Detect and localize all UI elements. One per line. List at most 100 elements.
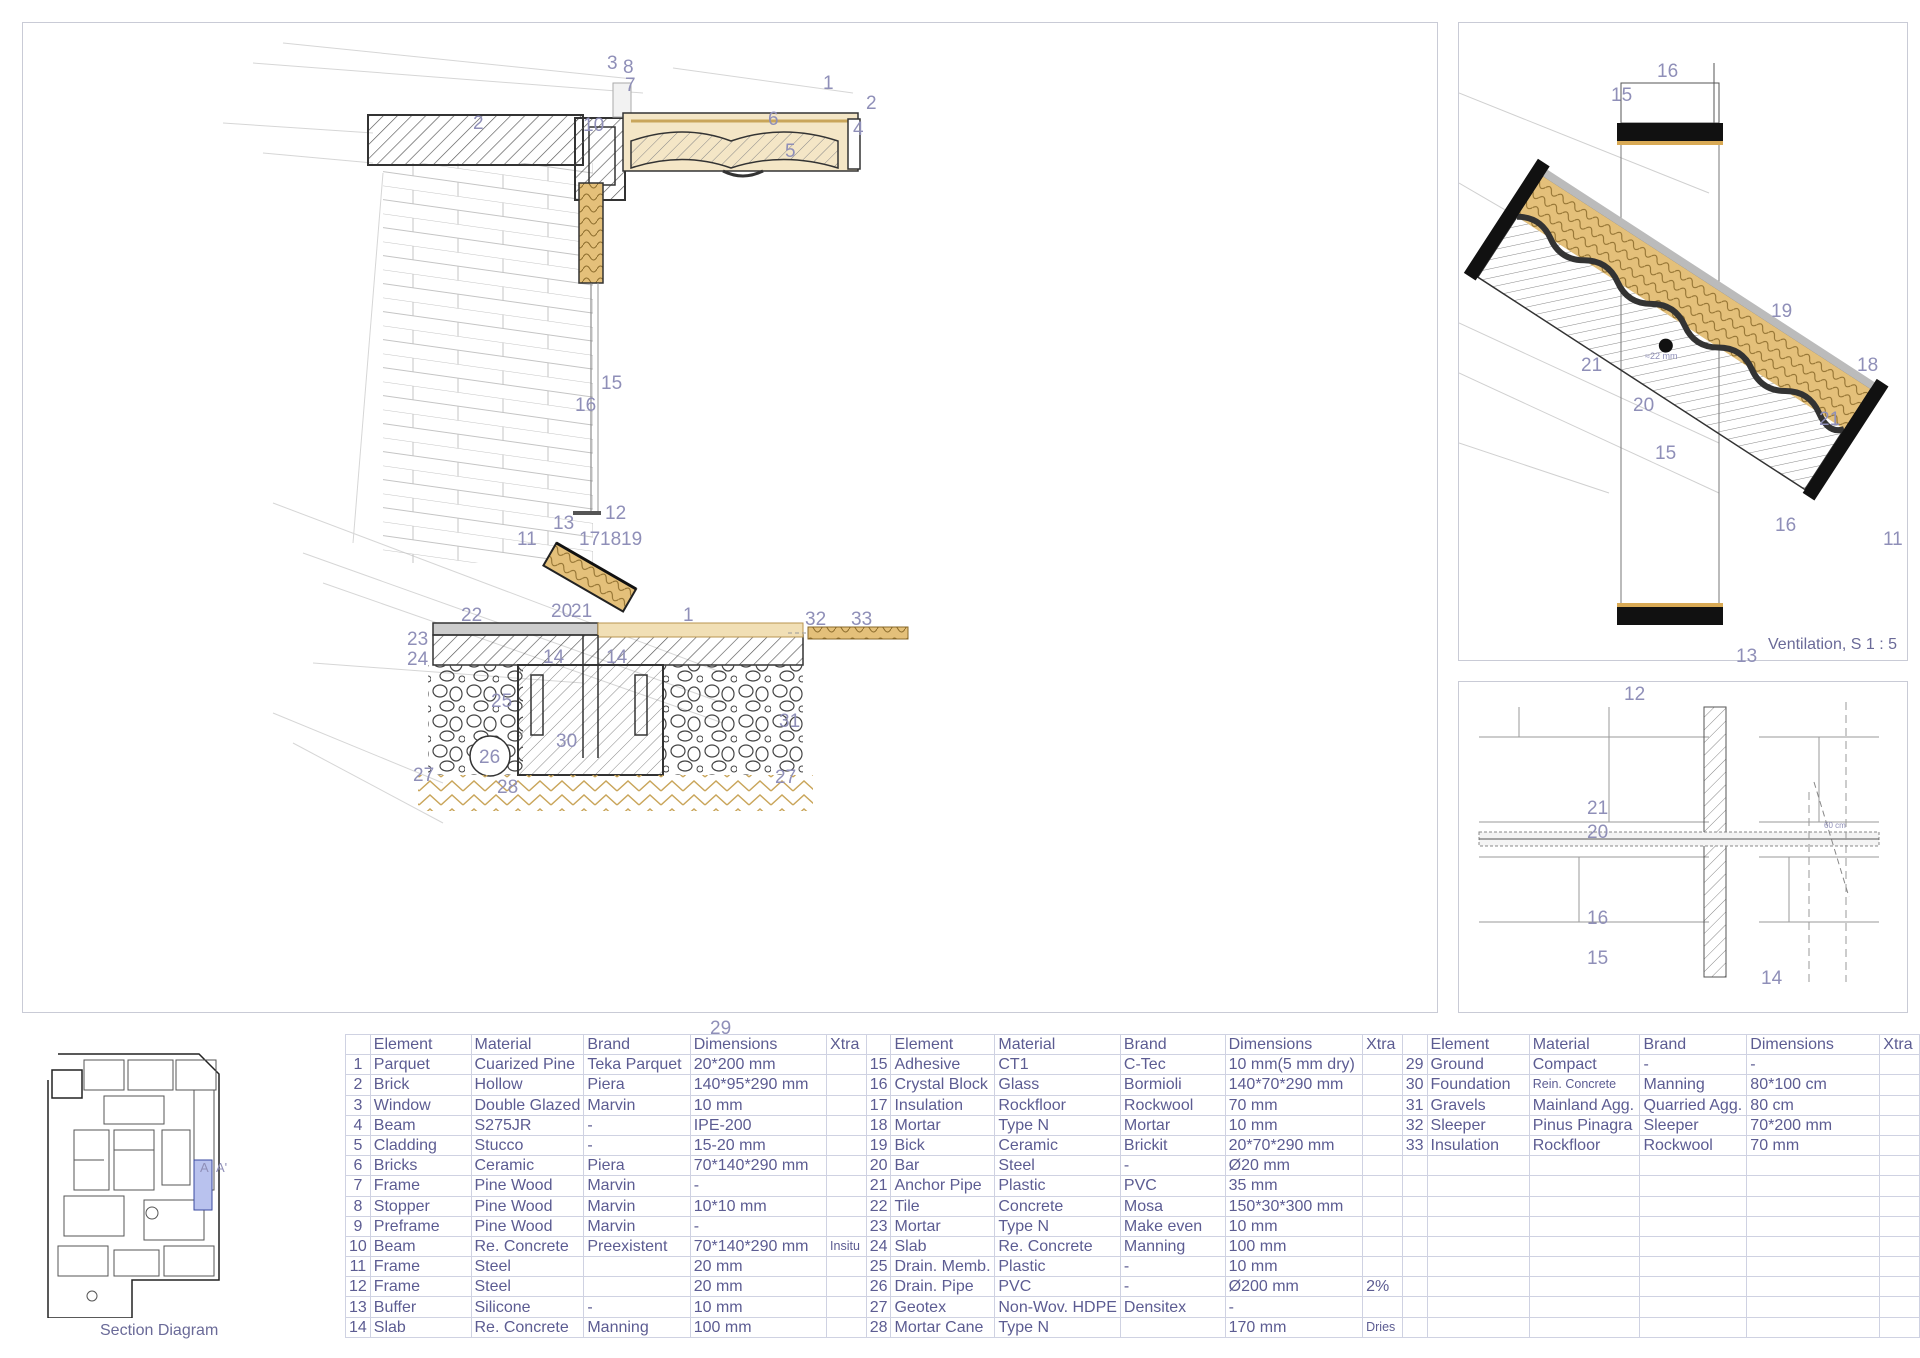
callout-29: 29 — [710, 1018, 731, 1039]
main-callouts: 1 2 2 3 8 7 4 6 10 5 15 16 12 13 11 17 1… — [407, 53, 877, 798]
legend-xtra-cell — [1879, 1316, 1920, 1338]
legend-dimensions-cell: 10*10 mm — [689, 1195, 828, 1217]
vent-callout-21b: 21 — [1819, 409, 1840, 430]
callout-22: 22 — [461, 605, 482, 626]
callout-20: 20 — [551, 601, 572, 622]
legend-number-cell: 14 — [345, 1316, 371, 1338]
legend-element-cell: Window — [369, 1094, 472, 1116]
ventilation-caption: Ventilation, S 1 : 5 — [1768, 636, 1897, 653]
legend-xtra-cell — [826, 1134, 867, 1157]
callout-23: 23 — [407, 629, 428, 650]
legend-material-cell: Steel — [470, 1276, 585, 1298]
legend-brand-cell: Mortar — [1119, 1114, 1226, 1136]
legend-dimensions-cell: 170 mm — [1224, 1316, 1364, 1338]
legend-element-cell: Insulation — [890, 1094, 996, 1116]
legend-xtra-cell — [826, 1114, 867, 1136]
legend-header-cell: Element — [369, 1033, 472, 1056]
legend-header-cell: Xtra — [1362, 1033, 1403, 1056]
callout-31: 31 — [779, 711, 800, 732]
legend-header-cell: Brand — [1639, 1033, 1748, 1056]
legend-dimensions-cell — [1746, 1195, 1881, 1217]
legend-brand-cell: - — [1119, 1155, 1226, 1177]
detail-callout-15: 15 — [1587, 948, 1608, 969]
legend-material-cell: Plastic — [994, 1256, 1121, 1278]
legend-element-cell: Drain. Pipe — [890, 1276, 996, 1298]
legend-header-cell: Dimensions — [1746, 1033, 1881, 1056]
glass-block-column — [573, 182, 604, 515]
legend-dimensions-cell: - — [689, 1215, 828, 1237]
legend-brand-cell: Marvin — [583, 1094, 691, 1116]
legend-xtra-cell — [1362, 1175, 1403, 1197]
callout-2: 2 — [473, 113, 484, 134]
background-brick-wall — [383, 163, 593, 563]
floor-slab — [432, 622, 909, 666]
legend-dimensions-cell: 15-20 mm — [689, 1134, 828, 1157]
legend-dimensions-cell: 140*70*290 mm — [1224, 1074, 1364, 1096]
legend-header-cell: Brand — [583, 1033, 691, 1056]
callout-33: 33 — [851, 609, 872, 630]
plan-marker-a: A — [200, 1160, 209, 1175]
legend-element-cell: Beam — [369, 1235, 472, 1258]
vent-mortar-top — [1617, 141, 1723, 145]
legend-number-cell: 1 — [345, 1054, 371, 1076]
callout-25: 25 — [491, 691, 512, 712]
callout-7: 7 — [625, 75, 636, 96]
legend-material-cell: Type N — [994, 1215, 1121, 1237]
legend-dimensions-cell: 10 mm — [689, 1094, 828, 1116]
legend-material-cell — [1528, 1155, 1641, 1177]
legend-brand-cell — [1639, 1235, 1748, 1258]
vent-sill — [542, 541, 638, 613]
legend-number-cell: 7 — [345, 1175, 371, 1197]
legend-number-cell: 24 — [865, 1235, 892, 1258]
legend-brand-cell — [1639, 1155, 1748, 1177]
callout-28: 28 — [497, 777, 518, 798]
vent-callout-21a: 21 — [1581, 355, 1602, 376]
vent-callout-20: 20 — [1633, 395, 1654, 416]
legend-element-cell: Slab — [369, 1316, 472, 1338]
legend-xtra-cell — [826, 1296, 867, 1318]
legend-brand-cell: Manning — [1639, 1074, 1748, 1096]
legend-dimensions-cell — [1746, 1175, 1881, 1197]
vent-dimension: ≈22 mm — [1645, 351, 1677, 361]
legend-number-cell: 5 — [345, 1134, 371, 1157]
legend-header-cell: Material — [994, 1033, 1121, 1056]
legend-dimensions-cell: 70*140*290 mm — [689, 1235, 828, 1258]
legend-number-cell: 20 — [865, 1155, 892, 1177]
legend-number-cell: 18 — [865, 1114, 892, 1136]
legend-xtra-cell — [1362, 1074, 1403, 1096]
legend-number-cell: 9 — [345, 1215, 371, 1237]
legend-element-cell: Frame — [369, 1175, 472, 1197]
legend-dimensions-cell: 20*200 mm — [689, 1054, 828, 1076]
callout-27a: 27 — [413, 765, 434, 786]
legend-dimensions-cell: 100 mm — [689, 1316, 828, 1338]
vent-callout-19: 19 — [1771, 301, 1792, 322]
legend-brand-cell: Manning — [1119, 1235, 1226, 1258]
legend-brand-cell: Bormioli — [1119, 1074, 1226, 1096]
foundation — [418, 635, 813, 811]
callout-5: 5 — [785, 141, 796, 162]
legend-material-cell: Re. Concrete — [470, 1316, 585, 1338]
ceramic-vault — [622, 112, 861, 178]
legend-material-cell: Mainland Agg. — [1528, 1094, 1641, 1116]
legend-xtra-cell — [1879, 1054, 1920, 1076]
legend-element-cell: Ground — [1426, 1054, 1530, 1076]
legend-number-cell — [1401, 1256, 1428, 1278]
legend-material-cell: Steel — [470, 1256, 585, 1278]
legend-material-cell: CT1 — [994, 1054, 1121, 1076]
vent-glass-top — [1620, 82, 1720, 124]
legend-number-cell — [1401, 1296, 1428, 1318]
section-diagram-caption: Section Diagram — [100, 1322, 219, 1339]
legend-xtra-cell — [826, 1215, 867, 1237]
legend-xtra-cell — [1362, 1134, 1403, 1157]
legend-header-cell: Element — [890, 1033, 996, 1056]
legend-xtra-cell — [826, 1155, 867, 1177]
legend-xtra-cell: Insitu — [826, 1235, 867, 1258]
legend-dimensions-cell: Ø200 mm — [1224, 1276, 1364, 1298]
vent-callout-13-wrap: 13 — [1736, 646, 1757, 667]
legend-number-cell: 22 — [865, 1195, 892, 1217]
legend-number-cell: 15 — [865, 1054, 892, 1076]
legend-element-cell: Cladding — [369, 1134, 472, 1157]
vent-callout-16b: 16 — [1775, 515, 1796, 536]
